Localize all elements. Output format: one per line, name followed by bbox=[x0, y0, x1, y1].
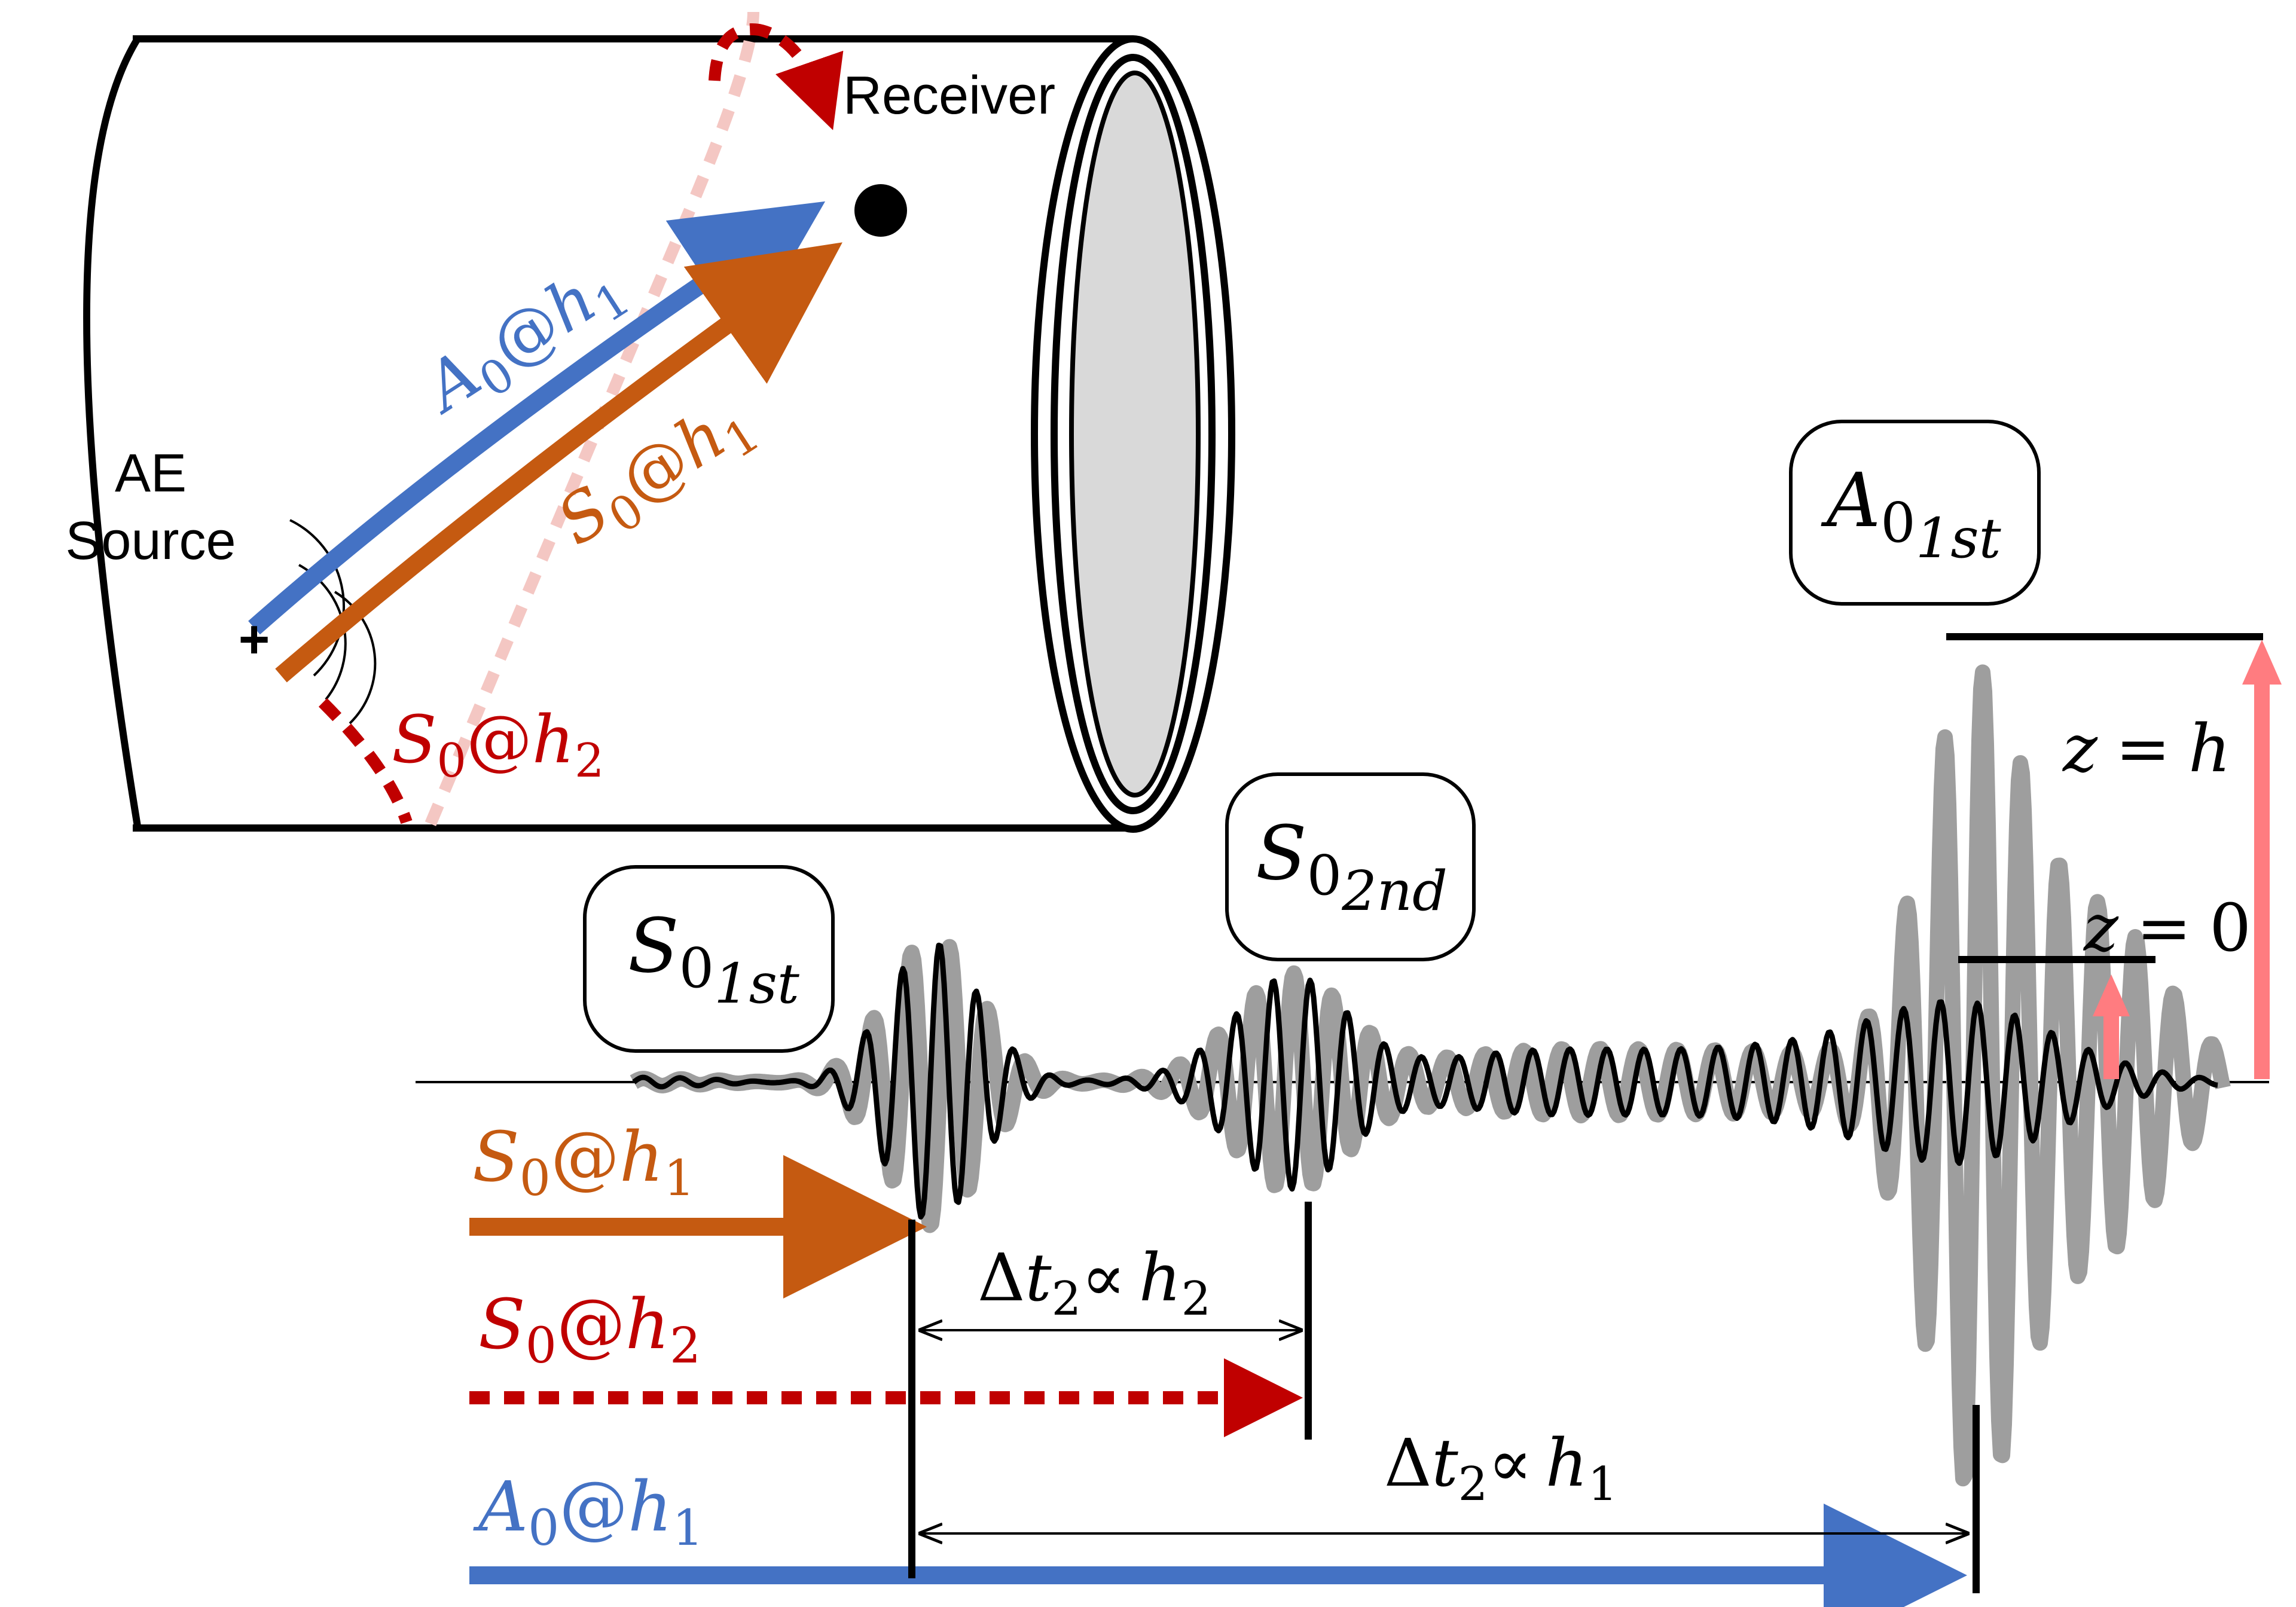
pipe-left-end bbox=[83, 36, 141, 827]
z-0-label: z=0 bbox=[2083, 890, 2251, 966]
waveform-gray bbox=[628, 664, 2231, 1487]
z-h-label: z=h bbox=[2062, 710, 2231, 787]
receiver-label: Receiver bbox=[843, 66, 1055, 126]
z-h-arrow bbox=[2242, 640, 2282, 1079]
svg-text:S02nd: S02nd bbox=[1256, 810, 1448, 923]
s0-h2-arrival-label: S0@h2 bbox=[478, 1285, 701, 1374]
dt-h1-label: Δt2∝h1 bbox=[1384, 1425, 1617, 1511]
receiver-dot bbox=[854, 184, 907, 237]
svg-text:A01st: A01st bbox=[1821, 457, 2002, 570]
a0-1st-callout: A01st bbox=[1789, 420, 2041, 606]
a0-h1-arrival-label: A0@h1 bbox=[473, 1467, 703, 1557]
pipe bbox=[83, 35, 1235, 833]
s0-h1-path-label: S0@h1 bbox=[544, 380, 769, 569]
s0-h1-arrival-label: S0@h1 bbox=[472, 1117, 695, 1207]
ae-source-marker: + bbox=[239, 610, 270, 670]
pipe-end-face bbox=[1069, 71, 1201, 798]
z-0-arrow bbox=[2093, 974, 2130, 1079]
dt-h2-label: Δt2∝h2 bbox=[978, 1239, 1211, 1326]
s0-h2-path-label: S0@h2 bbox=[392, 701, 604, 788]
waveform-black bbox=[632, 942, 2219, 1220]
s0-h2-path-upper bbox=[709, 23, 844, 130]
s0-2nd-callout: S02nd bbox=[1225, 772, 1476, 961]
s0-h2-path-lower bbox=[318, 698, 413, 824]
ae-source-label-line1: AE bbox=[115, 444, 187, 503]
svg-text:S01st: S01st bbox=[628, 903, 800, 1016]
s0-h1-path bbox=[275, 242, 842, 683]
ae-source-label-line2: Source bbox=[65, 511, 236, 571]
s0-1st-callout: S01st bbox=[583, 865, 835, 1053]
svg-text:S0@h1: S0@h1 bbox=[544, 380, 769, 569]
